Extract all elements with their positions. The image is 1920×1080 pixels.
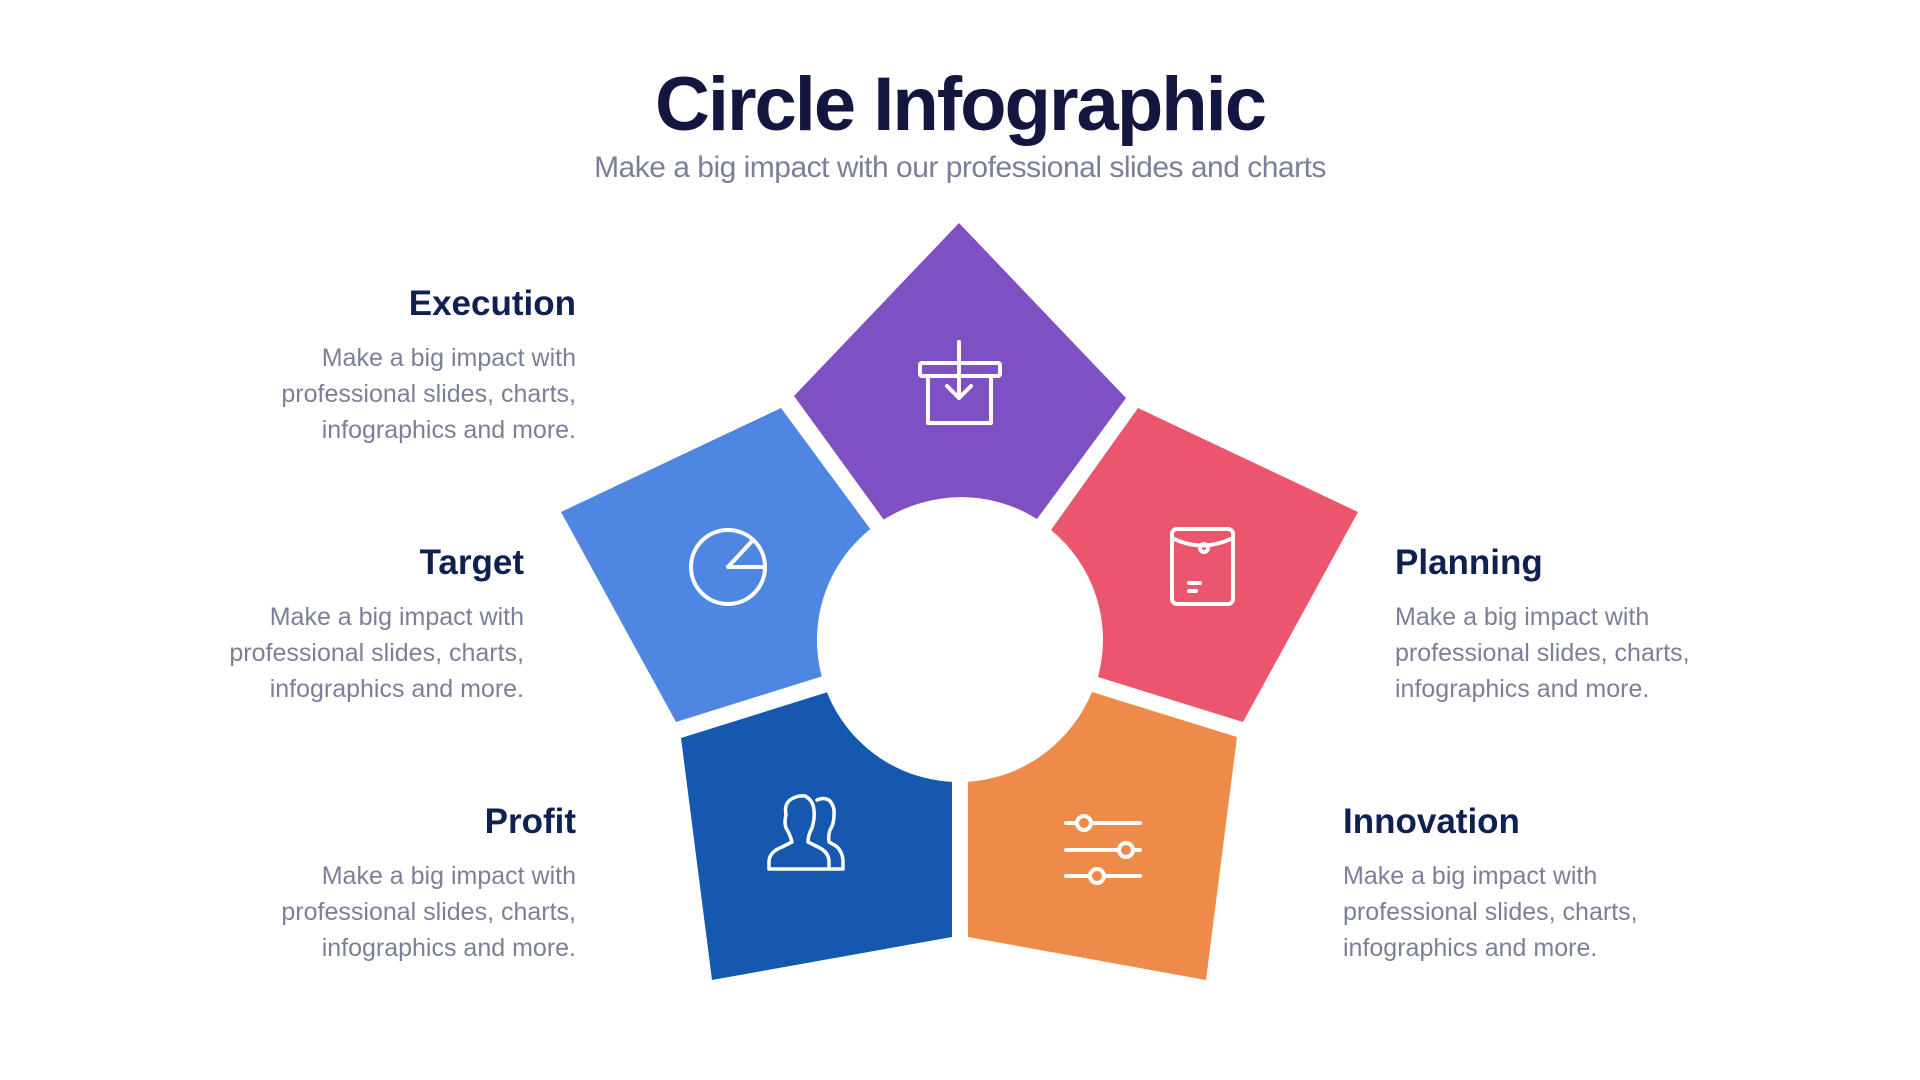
segment-target[interactable] <box>561 408 871 722</box>
segment-target-shape <box>561 408 871 722</box>
segment-innovation[interactable] <box>968 692 1237 980</box>
envelope-document-icon <box>1170 527 1235 606</box>
segment-innovation-shape <box>968 692 1237 980</box>
segment-execution[interactable] <box>794 223 1126 520</box>
text-block-planning: Planning Make a big impact with professi… <box>1395 541 1755 707</box>
body-line: infographics and more. <box>321 416 576 444</box>
body-line: infographics and more. <box>1343 934 1598 962</box>
text-block-profit: Profit Make a big impact with profession… <box>216 800 576 966</box>
segment-profit[interactable] <box>681 692 952 980</box>
body-line: professional slides, charts, <box>281 380 576 408</box>
body-line: professional slides, charts, <box>1343 898 1638 926</box>
heading-profit: Profit <box>484 802 576 841</box>
pie-chart-icon <box>689 528 767 606</box>
body-line: professional slides, charts, <box>281 898 576 926</box>
heading-innovation: Innovation <box>1343 802 1520 841</box>
body-planning: Make a big impact with professional slid… <box>1395 599 1755 707</box>
center-circle <box>817 498 1101 782</box>
text-block-innovation: Innovation Make a big impact with profes… <box>1343 800 1703 966</box>
text-block-execution: Execution Make a big impact with profess… <box>216 282 576 448</box>
body-execution: Make a big impact with professional slid… <box>216 340 576 448</box>
body-profit: Make a big impact with professional slid… <box>216 858 576 966</box>
box-download-icon <box>918 340 1002 425</box>
body-line: professional slides, charts, <box>1395 639 1690 667</box>
sliders-icon <box>1064 814 1142 885</box>
body-line: Make a big impact with <box>269 603 524 631</box>
segment-profit-shape <box>681 692 952 980</box>
body-line: infographics and more. <box>321 934 576 962</box>
heading-planning: Planning <box>1395 543 1543 582</box>
body-line: professional slides, charts, <box>229 639 524 667</box>
body-innovation: Make a big impact with professional slid… <box>1343 858 1703 966</box>
heading-execution: Execution <box>408 284 576 323</box>
page-title: Circle Infographic <box>654 62 1267 147</box>
body-line: Make a big impact with <box>1343 862 1598 890</box>
users-icon <box>767 794 845 871</box>
body-line: Make a big impact with <box>321 344 576 372</box>
body-line: Make a big impact with <box>321 862 576 890</box>
body-line: infographics and more. <box>269 675 524 703</box>
body-target: Make a big impact with professional slid… <box>164 599 524 707</box>
page-subtitle: Make a big impact with our professional … <box>594 151 1326 184</box>
text-block-target: Target Make a big impact with profession… <box>164 541 524 707</box>
segment-planning-shape <box>1051 408 1358 722</box>
segment-planning[interactable] <box>1051 408 1358 722</box>
body-line: Make a big impact with <box>1395 603 1650 631</box>
body-line: infographics and more. <box>1395 675 1650 703</box>
heading-target: Target <box>419 543 524 582</box>
